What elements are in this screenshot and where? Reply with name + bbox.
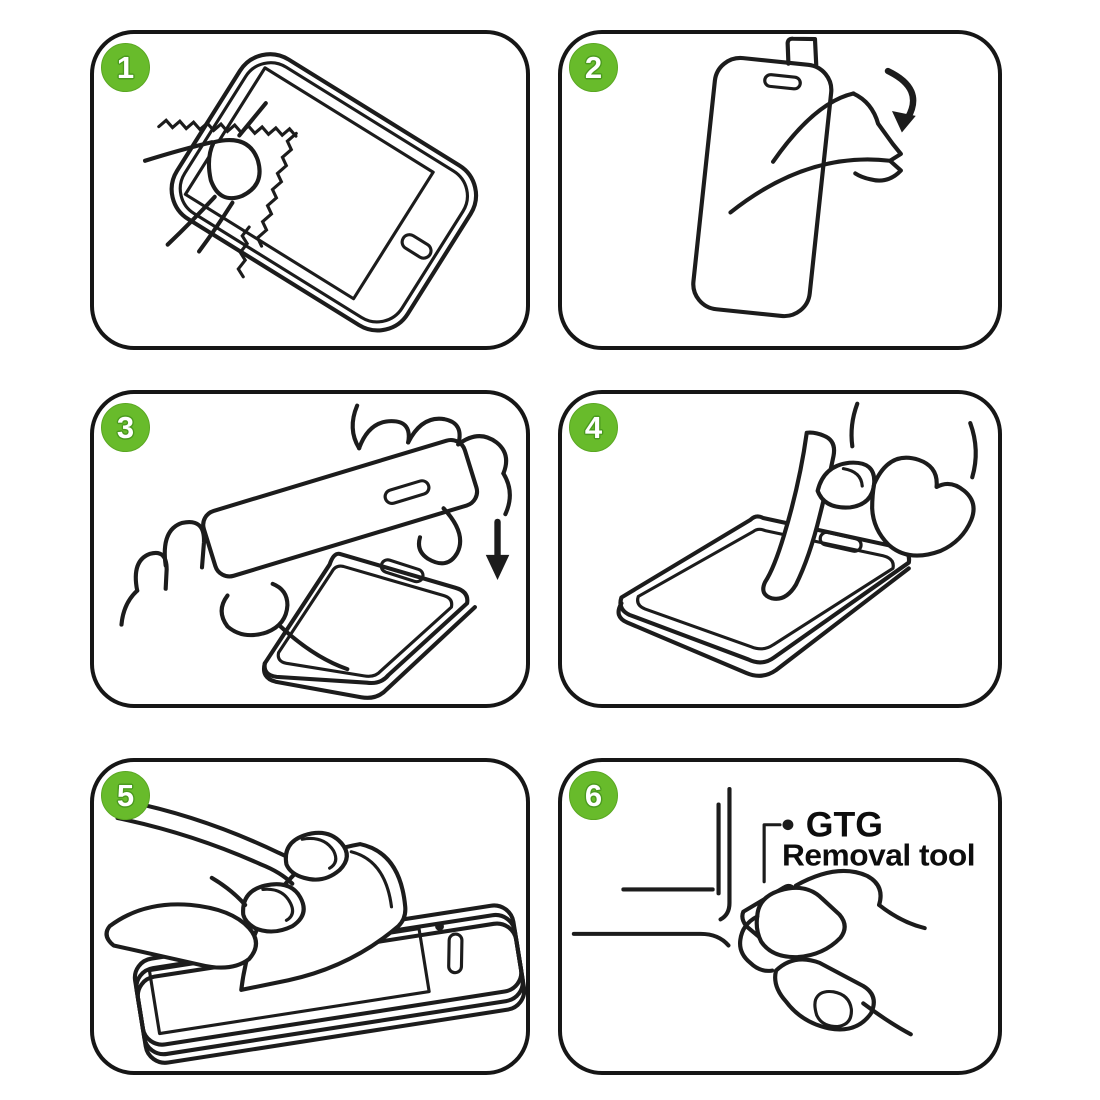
step-number-badge: 6 [569,771,618,820]
illustration-clean-screen [142,52,479,333]
thumbnail [813,989,853,1029]
label-gtg: GTG [806,806,883,844]
illustration-align-glass [119,403,512,700]
phone-speaker-slot [818,530,863,553]
pull-tab [785,36,819,67]
cleaning-cloth [157,118,298,279]
leader-dot [782,819,794,831]
illustration-press-center [616,401,978,678]
right-hand [350,403,512,566]
illustration-peel-top-layer [104,798,526,1065]
glass-protector [201,437,480,579]
down-arrow-icon [485,518,510,580]
thumb [104,902,259,970]
home-button-slot [400,233,433,260]
step-number-badge: 5 [101,771,150,820]
peeled-backing-layer [728,91,903,215]
glass-speaker-slot [383,479,431,505]
speaker-slot [763,73,802,91]
pressing-finger [761,430,837,601]
pressing-hand [761,401,978,601]
step-panel-3: 3 [90,390,530,708]
illustration-removal-tool: GTG Removal tool [571,787,976,1037]
pinching-hand [738,868,927,1037]
step-number-badge: 2 [569,43,618,92]
step-panel-6: 6 GTG Removal tool [558,758,1002,1075]
step-panel-4: 4 [558,390,1002,708]
step-panel-2: 2 [558,30,1002,350]
step-number-badge: 1 [101,43,150,92]
phone-flat [616,514,912,678]
phone-below [261,551,478,700]
glass-corner-closeup [571,787,732,948]
illustration-peel-backing [691,36,917,319]
step-number-badge: 3 [101,403,150,452]
wiping-thumb [142,101,268,254]
label-leader-line [762,819,794,884]
protector-film [691,36,834,319]
phone-speaker-slot [379,558,425,584]
phone-tilted [169,52,479,333]
peeling-hand [104,798,349,970]
step-number-badge: 4 [569,403,618,452]
hand-mass [870,455,976,558]
index-fingertip [754,885,847,960]
left-hand [119,520,350,672]
curved-arrow-icon [884,67,917,133]
step-panel-5: 5 [90,758,530,1075]
step-panel-1: 1 [90,30,530,350]
label-removal-tool: Removal tool [782,838,975,873]
camera-dot [435,922,444,931]
receiver-slot [447,932,464,975]
